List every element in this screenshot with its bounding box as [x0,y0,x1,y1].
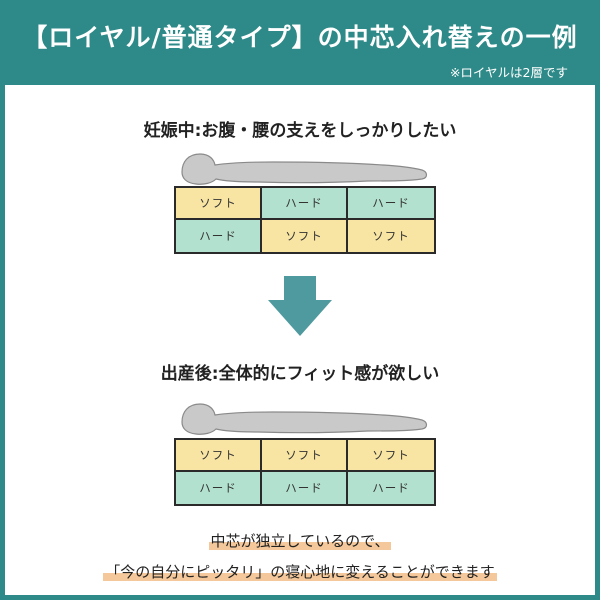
section-title-pregnancy: 妊娠中:お腹・腰の支えをしっかりしたい [143,121,457,141]
grid-cell: ソフト [176,188,262,220]
header-note: ※ロイヤルは2層です [449,65,568,80]
core-grid-postpartum: ソフト ソフト ソフト ハード ハード ハード [174,438,436,506]
lying-body-icon [181,403,428,435]
grid-cell: ハード [348,188,434,220]
grid-cell: ハード [176,220,262,252]
section-title-postpartum: 出産後:全体的にフィット感が欲しい [160,364,440,384]
header-banner: 【ロイヤル/普通タイプ】の中芯入れ替えの一例 ※ロイヤルは2層です [0,0,600,85]
grid-cell: ソフト [348,220,434,252]
core-grid-pregnancy: ソフト ハード ハード ハード ソフト ソフト [174,186,436,254]
grid-cell: ソフト [262,440,348,472]
grid-cell: ソフト [348,440,434,472]
caption-line-1: 中芯が独立しているので、 [0,530,600,551]
down-arrow-icon [268,276,332,336]
grid-cell: ハード [348,472,434,504]
caption-text: 中芯が独立しているので、 [208,532,392,550]
page-title: 【ロイヤル/普通タイプ】の中芯入れ替えの一例 [22,23,578,52]
lying-body-icon [181,153,428,185]
grid-cell: ハード [262,472,348,504]
grid-cell: ハード [176,472,262,504]
caption-text: 「今の自分にピッタリ」の寝心地に変えることができます [103,563,497,581]
caption-line-2: 「今の自分にピッタリ」の寝心地に変えることができます [0,561,600,582]
grid-cell: ソフト [262,220,348,252]
grid-cell: ソフト [176,440,262,472]
grid-cell: ハード [262,188,348,220]
